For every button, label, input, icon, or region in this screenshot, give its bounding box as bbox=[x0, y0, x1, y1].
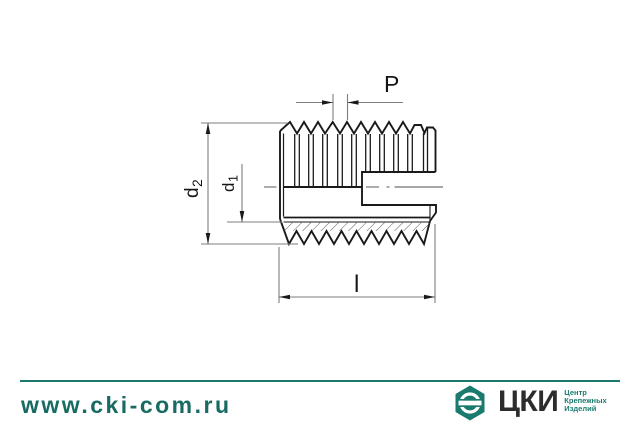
slot-outline bbox=[361, 171, 437, 222]
length-label: l bbox=[354, 271, 359, 298]
pitch-dimension: P bbox=[296, 71, 403, 120]
inner-diameter-label-sub: 1 bbox=[227, 175, 241, 182]
arrowhead bbox=[279, 294, 290, 300]
footer-divider-rule bbox=[20, 380, 620, 382]
outer-diameter-dimension: d 2 bbox=[182, 122, 298, 245]
thread-insert-part bbox=[279, 120, 437, 247]
arrowhead bbox=[205, 123, 211, 134]
logo-tagline-line3: Изделий bbox=[564, 404, 597, 413]
inner-diameter-dimension: d 1 bbox=[219, 164, 282, 223]
technical-drawing: P d 2 d 1 bbox=[182, 71, 443, 303]
inner-diameter-label: d bbox=[219, 183, 238, 192]
arrowhead bbox=[322, 100, 333, 105]
top-thread-profile bbox=[279, 120, 437, 172]
arrowhead bbox=[205, 233, 211, 244]
arrowhead bbox=[239, 211, 245, 222]
outer-diameter-label-sub: 2 bbox=[189, 179, 205, 187]
hex-nut-screw-slot-icon bbox=[455, 385, 485, 421]
website-text: www.cki-com.ru bbox=[21, 392, 232, 418]
company-logo: ЦКИ Центр Крепежных Изделий bbox=[454, 384, 607, 422]
thread-flank-lines bbox=[294, 128, 429, 187]
logo-abbreviation: ЦКИ bbox=[498, 385, 559, 418]
logo-tagline: Центр Крепежных Изделий bbox=[564, 389, 606, 413]
arrowhead bbox=[347, 100, 359, 105]
logo-tagline-line2: Крепежных bbox=[564, 396, 607, 405]
section-hatch-band bbox=[283, 222, 430, 231]
logo-tagline-line1: Центр bbox=[564, 388, 587, 397]
arrowhead bbox=[424, 294, 435, 300]
outer-diameter-label: d bbox=[182, 187, 203, 198]
length-dimension: l bbox=[278, 224, 436, 303]
pitch-label: P bbox=[384, 71, 399, 97]
